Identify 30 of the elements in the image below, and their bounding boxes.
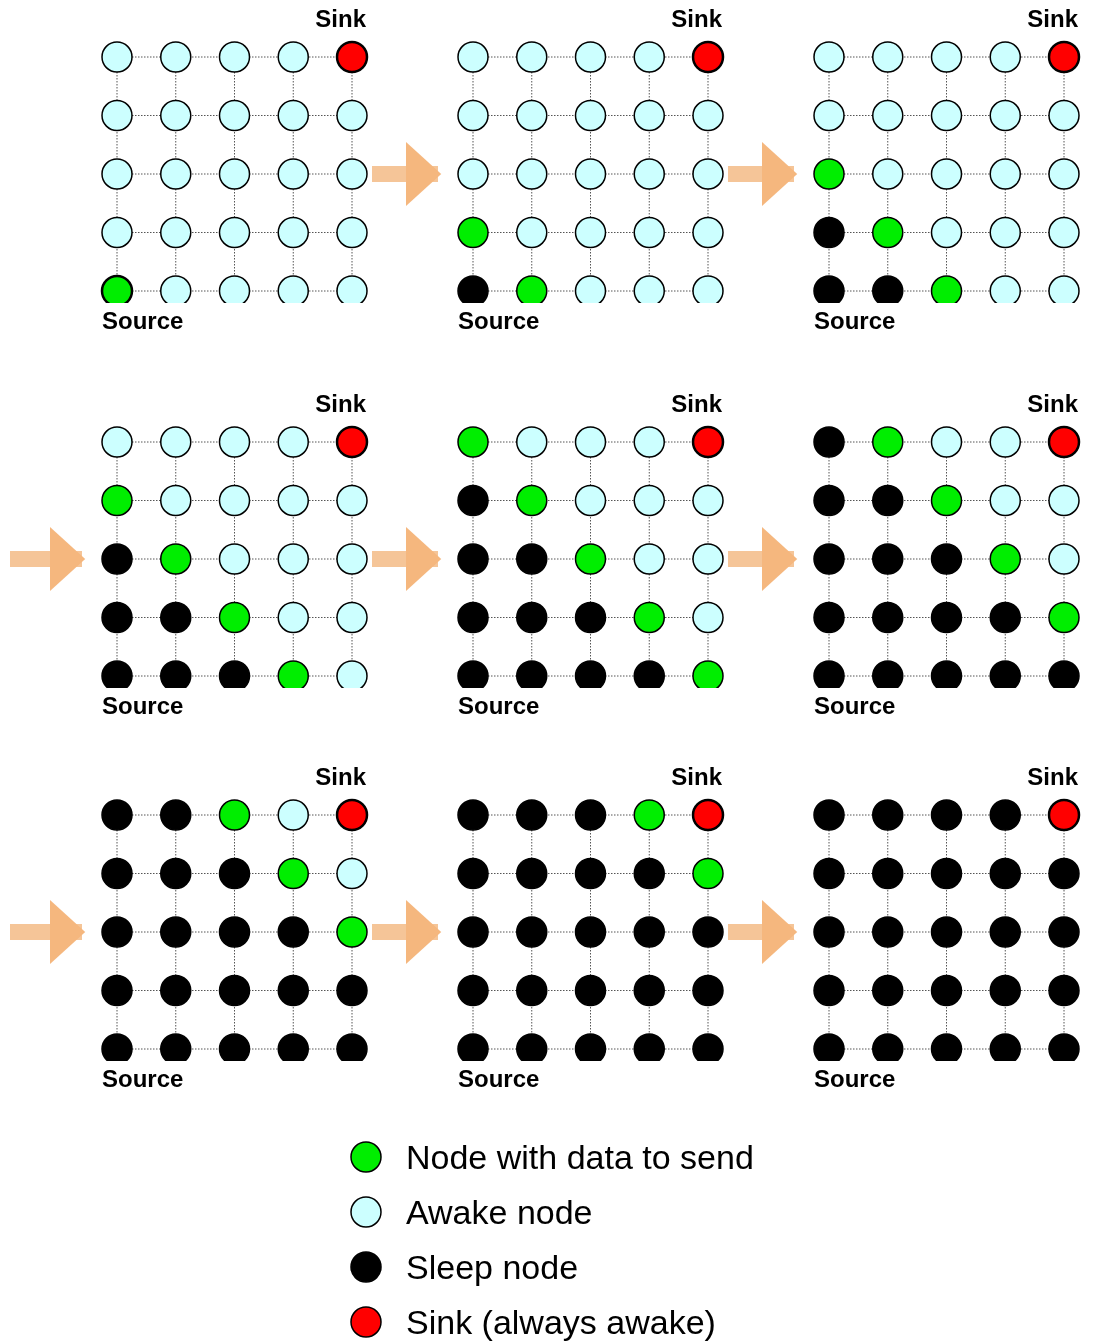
source-label: Source [102, 692, 184, 720]
block-arrow [10, 900, 86, 964]
block-arrow [728, 900, 798, 964]
sink-label: Sink [671, 390, 722, 418]
source-label: Source [458, 1065, 540, 1093]
source-label: Source [814, 1065, 896, 1093]
block-arrow [372, 527, 442, 591]
sink-label: Sink [671, 5, 722, 33]
legend-label: Node with data to send [406, 1137, 754, 1177]
source-label: Source [102, 307, 184, 335]
legend-label: Awake node [406, 1192, 593, 1232]
block-arrow [372, 142, 442, 206]
source-label: Source [458, 307, 540, 335]
legend-label: Sleep node [406, 1247, 579, 1287]
block-arrow [372, 900, 442, 964]
sink-label: Sink [1027, 763, 1078, 791]
source-label: Source [102, 1065, 184, 1093]
sink-label: Sink [671, 763, 722, 791]
legend-label: Sink (always awake) [406, 1302, 716, 1342]
block-arrow [728, 142, 798, 206]
block-arrow [728, 527, 798, 591]
sink-label: Sink [315, 5, 366, 33]
source-label: Source [458, 692, 540, 720]
sink-label: Sink [315, 390, 366, 418]
sink-label: Sink [1027, 390, 1078, 418]
sink-label: Sink [315, 763, 366, 791]
source-label: Source [814, 692, 896, 720]
source-label: Source [814, 307, 896, 335]
block-arrow [10, 527, 86, 591]
sink-label: Sink [1027, 5, 1078, 33]
